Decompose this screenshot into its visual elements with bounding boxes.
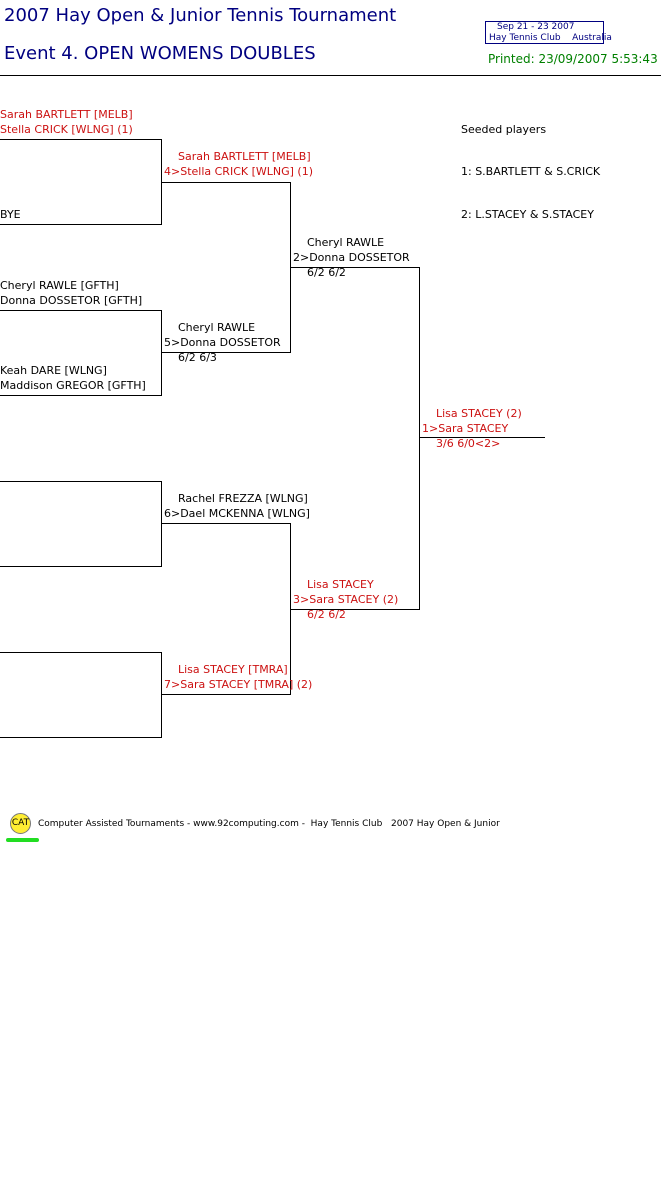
cat-logo-underline xyxy=(6,838,39,842)
r1-m1-bottom-player-a: BYE xyxy=(0,208,21,221)
r2-w2-score: 6/2 6/3 xyxy=(178,351,217,364)
r1-m4-connector xyxy=(161,652,162,738)
seeds-heading: Seeded players xyxy=(461,123,547,136)
r2-w1-line xyxy=(161,182,291,183)
r2-w3-line xyxy=(161,523,291,524)
r2-w3-player-b: 6>Dael MCKENNA [WLNG] xyxy=(164,507,310,520)
r1-m4-bottom-line xyxy=(0,737,162,738)
header-divider xyxy=(0,75,661,76)
final-winner-line xyxy=(419,437,545,438)
sf-w2-player-a: Lisa STACEY xyxy=(307,578,374,591)
r1-m1-top-player-b: Stella CRICK [WLNG] (1) xyxy=(0,123,133,136)
sf-w1-player-b: 2>Donna DOSSETOR xyxy=(293,251,410,264)
r1-m4-top-line xyxy=(0,652,162,653)
r1-m3-connector xyxy=(161,481,162,567)
tournament-title: 2007 Hay Open & Junior Tennis Tournament xyxy=(4,5,397,26)
r2-w4-player-b: 7>Sara STACEY [TMRA] (2) xyxy=(164,678,313,691)
info-dates: Sep 21 - 23 2007 xyxy=(497,22,575,32)
r1-m2-top-player-b: Donna DOSSETOR [GFTH] xyxy=(0,294,143,307)
r1-m2-connector xyxy=(161,310,162,396)
r2-w2-player-b: 5>Donna DOSSETOR xyxy=(164,336,281,349)
sf-w1-line xyxy=(290,267,420,268)
r2-w2-player-a: Cheryl RAWLE xyxy=(178,321,256,334)
r1-m2-top-player-a: Cheryl RAWLE [GFTH] xyxy=(0,279,119,292)
sf-w2-line xyxy=(290,609,420,610)
printed-timestamp: Printed: 23/09/2007 5:53:43 PM xyxy=(488,52,661,66)
r1-m1-top-player-a: Sarah BARTLETT [MELB] xyxy=(0,108,133,121)
r2-w2-line xyxy=(161,352,291,353)
r1-m1-bottom-line xyxy=(0,224,162,225)
r2-w4-player-a: Lisa STACEY [TMRA] xyxy=(178,663,288,676)
r1-m2-bottom-player-a: Keah DARE [WLNG] xyxy=(0,364,107,377)
footer-event: 2007 Hay Open & Junior xyxy=(391,819,500,829)
seed-1: 1: S.BARTLETT & S.CRICK xyxy=(461,165,601,178)
seed-2: 2: L.STACEY & S.STACEY xyxy=(461,208,594,221)
info-venue: Hay Tennis Club Australia xyxy=(489,33,612,43)
footer-credits: Computer Assisted Tournaments - www.92co… xyxy=(38,819,383,829)
r1-m3-bottom-line xyxy=(0,566,162,567)
r1-m2-top-line xyxy=(0,310,162,311)
sf-w2-score: 6/2 6/2 xyxy=(307,608,346,621)
r1-m3-top-line xyxy=(0,481,162,482)
sf-w2-player-b: 3>Sara STACEY (2) xyxy=(293,593,399,606)
r1-m2-bottom-line xyxy=(0,395,162,396)
r2-w3-player-a: Rachel FREZZA [WLNG] xyxy=(178,492,308,505)
sf-connector xyxy=(419,267,420,610)
r2-w1-player-a: Sarah BARTLETT [MELB] xyxy=(178,150,311,163)
final-winner-player-b: 1>Sara STACEY xyxy=(422,422,509,435)
final-score: 3/6 6/0<2> xyxy=(436,437,501,450)
tournament-info-box: Sep 21 - 23 2007 Hay Tennis Club Austral… xyxy=(485,21,612,44)
final-winner-player-a: Lisa STACEY (2) xyxy=(436,407,522,420)
r1-m2-bottom-player-b: Maddison GREGOR [GFTH] xyxy=(0,379,146,392)
cat-logo-badge: CAT xyxy=(10,813,31,834)
r2-w4-line xyxy=(161,694,291,695)
event-title: Event 4. OPEN WOMENS DOUBLES xyxy=(4,43,316,64)
sf-w1-player-a: Cheryl RAWLE xyxy=(307,236,385,249)
r2-w1-player-b: 4>Stella CRICK [WLNG] (1) xyxy=(164,165,314,178)
r1-m1-top-line xyxy=(0,139,162,140)
sf-w1-score: 6/2 6/2 xyxy=(307,266,346,279)
